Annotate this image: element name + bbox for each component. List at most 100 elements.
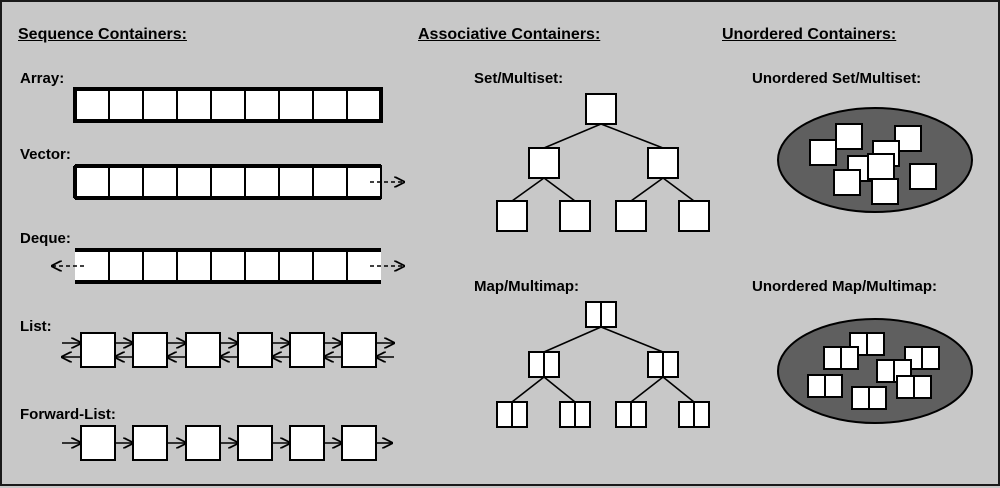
map-tree-node-value — [630, 401, 647, 428]
array-cell — [176, 88, 212, 122]
unordered-set-element — [835, 123, 863, 150]
array-frame — [73, 87, 383, 123]
list-node — [341, 332, 377, 368]
map-multimap-label: Map/Multimap: — [474, 278, 579, 295]
map-tree-edge — [543, 376, 576, 403]
set-tree-edge — [630, 177, 664, 202]
map-tree-edge — [600, 326, 664, 353]
list-node — [132, 332, 168, 368]
forward-list-node — [185, 425, 221, 461]
map-tree-node-key — [615, 401, 632, 428]
set-tree-edge — [511, 177, 545, 202]
unordered-map-element-key — [896, 375, 915, 399]
unordered-set-element — [867, 153, 895, 180]
vector-cell — [312, 165, 348, 199]
vector-cell — [142, 165, 178, 199]
map-tree-node-key — [528, 351, 545, 378]
set-multiset-label: Set/Multiset: — [474, 70, 564, 87]
array-cell — [312, 88, 348, 122]
array-cell — [210, 88, 246, 122]
sequence-containers-heading: Sequence Containers: — [18, 26, 187, 43]
array-cell — [244, 88, 280, 122]
map-tree-node-value — [543, 351, 560, 378]
forward-list-node — [289, 425, 325, 461]
set-tree-edge — [543, 177, 576, 202]
array-cell — [142, 88, 178, 122]
set-tree-edge — [662, 177, 695, 202]
vector-cell — [210, 165, 246, 199]
deque-cell — [108, 249, 144, 283]
forward-list-node — [341, 425, 377, 461]
map-tree-node-key — [678, 401, 695, 428]
unordered-set-element — [909, 163, 937, 190]
vector-cell — [346, 165, 382, 199]
unordered-map-multimap-label: Unordered Map/Multimap: — [752, 278, 938, 295]
array-cell — [108, 88, 144, 122]
forward-list-node — [237, 425, 273, 461]
map-tree-node-key — [559, 401, 576, 428]
list-node — [237, 332, 273, 368]
deque-cell — [210, 249, 246, 283]
unordered-map-element-key — [807, 374, 826, 398]
unordered-set-multiset-label: Unordered Set/Multiset: — [752, 70, 922, 87]
list-node — [185, 332, 221, 368]
set-tree-node — [528, 147, 560, 179]
unordered-containers-heading: Unordered Containers: — [722, 26, 897, 43]
deque-cell — [278, 249, 314, 283]
map-tree-edge — [662, 376, 695, 403]
list-node — [289, 332, 325, 368]
unordered-set-element — [833, 169, 861, 196]
unordered-set-element — [894, 125, 922, 152]
unordered-set-element — [809, 139, 837, 166]
set-tree-node — [647, 147, 679, 179]
set-tree-edge — [600, 123, 664, 149]
unordered-map-element-key — [876, 359, 895, 383]
map-tree-edge — [543, 326, 602, 353]
unordered-map-element-value — [913, 375, 932, 399]
map-tree-node-value — [662, 351, 679, 378]
map-tree-node-value — [574, 401, 591, 428]
deque-cell — [244, 249, 280, 283]
map-tree-node-key — [585, 301, 602, 328]
vector-cell — [244, 165, 280, 199]
set-tree-node — [559, 200, 591, 232]
list-label: List: — [20, 318, 52, 335]
map-tree-node-value — [693, 401, 710, 428]
unordered-set-element — [871, 178, 899, 205]
vector-cell — [278, 165, 314, 199]
array-cell — [278, 88, 314, 122]
associative-containers-heading: Associative Containers: — [418, 26, 601, 43]
array-cell — [74, 88, 110, 122]
set-tree-edge — [543, 123, 602, 149]
unordered-map-element-value — [840, 346, 859, 370]
vector-cell — [176, 165, 212, 199]
deque-cell — [176, 249, 212, 283]
unordered-map-element-key — [823, 346, 842, 370]
deque-cell — [312, 249, 348, 283]
unordered-map-element-value — [866, 332, 885, 356]
deque-cell — [142, 249, 178, 283]
array-label: Array: — [20, 70, 65, 87]
forward-list-node — [132, 425, 168, 461]
forward-list-node — [80, 425, 116, 461]
map-tree-node-value — [600, 301, 617, 328]
deque-label: Deque: — [20, 230, 71, 247]
map-tree-node-key — [647, 351, 664, 378]
set-tree-node — [585, 93, 617, 125]
unordered-map-element-value — [921, 346, 940, 370]
vector-label: Vector: — [20, 146, 71, 163]
unordered-map-element-value — [868, 386, 887, 410]
map-tree-edge — [630, 376, 664, 403]
list-node — [80, 332, 116, 368]
map-tree-node-value — [511, 401, 528, 428]
set-tree-node — [678, 200, 710, 232]
vector-cell — [74, 165, 110, 199]
set-tree-node — [496, 200, 528, 232]
map-tree-node-key — [496, 401, 513, 428]
vector-cell — [108, 165, 144, 199]
map-tree-edge — [511, 376, 545, 403]
forward-list-label: Forward-List: — [20, 406, 116, 423]
unordered-map-element-value — [824, 374, 843, 398]
